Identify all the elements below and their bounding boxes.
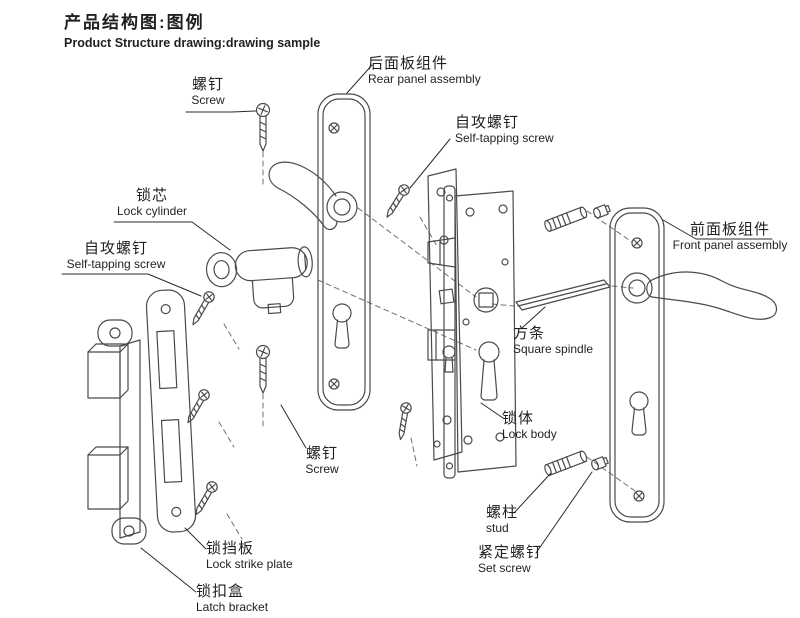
label-stud: 螺柱 stud [486,504,518,536]
self-tapping-screw-drawing-2 [182,387,212,426]
label-self-tapping-screw-left: 自攻螺钉 Self-tapping screw [58,240,174,272]
label-screw-top-zh: 螺钉 [191,76,224,93]
label-lock-cylinder-en: Lock cylinder [116,204,188,219]
label-strike-plate-zh: 锁挡板 [206,540,255,557]
label-square-spindle-zh: 方条 [513,325,546,342]
label-screw-top-en: Screw [191,93,225,108]
label-latch-bracket-zh: 锁扣盒 [196,583,245,600]
label-square-spindle: 方条 Square spindle [513,325,593,357]
set-screw-drawing-bottom [589,455,610,472]
label-lock-cylinder: 锁芯 Lock cylinder [108,187,196,219]
label-lock-body-en: Lock body [502,427,557,442]
page-header: 产品结构图:图例 Product Structure drawing:drawi… [64,8,320,50]
lock-body-drawing [427,185,517,479]
screw-drawing-bottom [255,344,271,394]
stud-drawing-top [542,205,589,233]
label-square-spindle-en: Square spindle [513,342,594,357]
set-screw-drawing-top [591,203,612,220]
label-screw-bottom-en: Screw [305,462,339,477]
stud-drawing-bottom [542,449,589,477]
square-spindle-drawing [515,279,611,311]
label-latch-bracket: 锁扣盒 Latch bracket [196,583,268,615]
lock-cylinder-drawing [205,246,313,315]
latch-bracket-drawing [87,319,147,545]
label-screw-bottom: 螺钉 Screw [296,445,348,477]
page-title-en: Product Structure drawing:drawing sample [64,36,321,50]
label-self-tapping-screw-left-zh: 自攻螺钉 [83,240,148,257]
label-stud-en: stud [486,521,509,536]
label-rear-panel-zh: 后面板组件 [368,55,449,72]
page-title-zh: 产品结构图:图例 [64,13,205,32]
label-lock-body: 锁体 Lock body [502,410,557,442]
label-rear-panel: 后面板组件 Rear panel assembly [368,55,481,87]
label-stud-zh: 螺柱 [486,504,519,521]
label-set-screw-zh: 紧定螺钉 [478,544,543,561]
front-panel-drawing [609,207,778,523]
screw-drawing-top [255,102,271,152]
label-lock-cylinder-zh: 锁芯 [135,187,168,204]
label-self-tapping-screw-right-en: Self-tapping screw [455,131,554,146]
label-self-tapping-screw-right: 自攻螺钉 Self-tapping screw [455,114,554,146]
label-strike-plate-en: Lock strike plate [206,557,293,572]
label-self-tapping-screw-left-en: Self-tapping screw [66,257,166,272]
label-strike-plate: 锁挡板 Lock strike plate [206,540,293,572]
label-set-screw-en: Set screw [478,561,531,576]
label-set-screw: 紧定螺钉 Set screw [478,544,542,576]
self-tapping-screw-drawing-1 [187,289,217,328]
label-screw-bottom-zh: 螺钉 [305,445,338,462]
label-lock-body-zh: 锁体 [502,410,535,427]
label-self-tapping-screw-right-zh: 自攻螺钉 [455,114,520,131]
label-rear-panel-en: Rear panel assembly [368,72,481,87]
label-front-panel-en: Front panel assembly [672,238,788,253]
label-leader-lines [61,64,773,593]
self-tapping-screw-drawing-5 [394,401,413,442]
label-latch-bracket-en: Latch bracket [196,600,269,615]
self-tapping-screw-drawing-4 [382,182,412,221]
label-screw-top: 螺钉 Screw [180,76,236,108]
label-front-panel: 前面板组件 Front panel assembly [666,221,794,253]
label-front-panel-zh: 前面板组件 [689,221,770,238]
rear-panel-drawing [268,93,371,411]
strike-plate-drawing [145,289,197,533]
